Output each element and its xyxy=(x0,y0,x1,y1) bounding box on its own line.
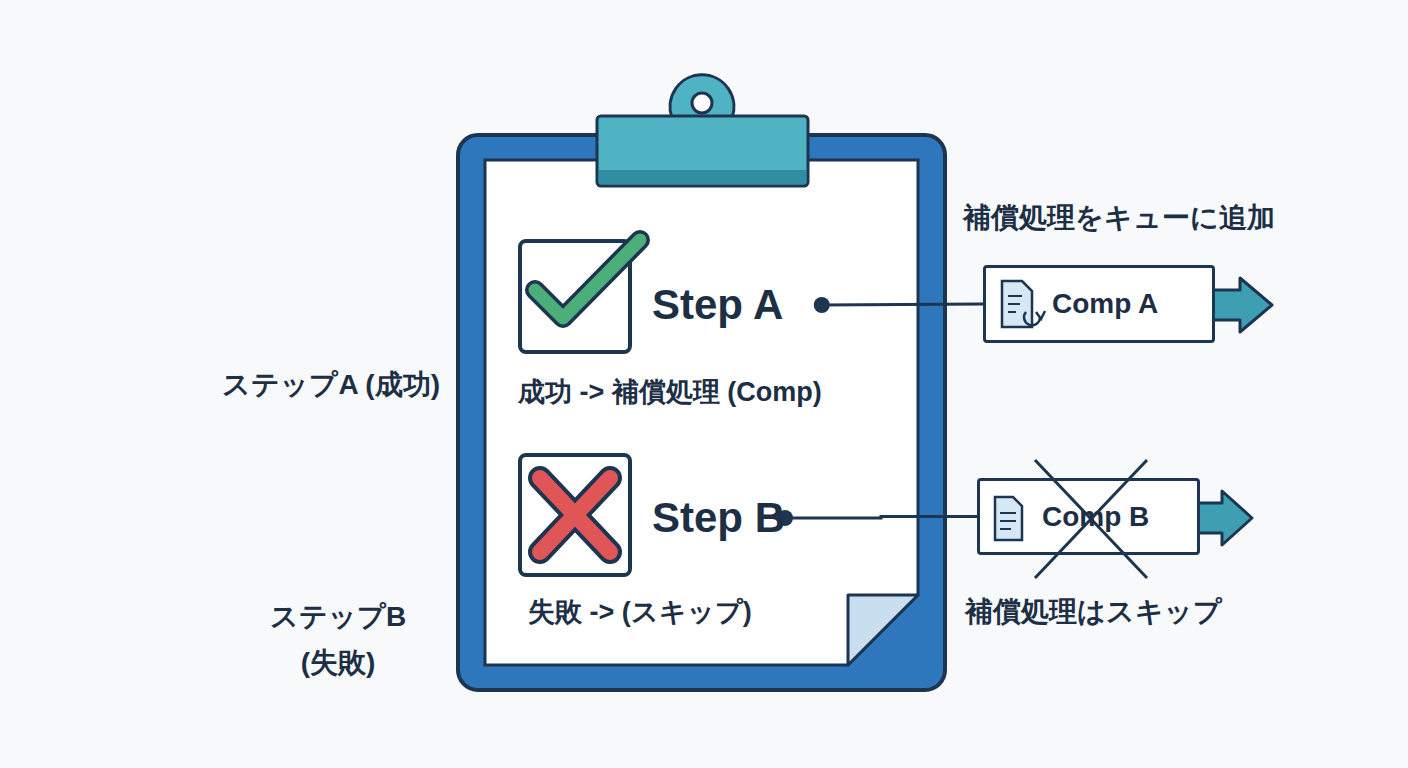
box-label: Comp A xyxy=(1052,287,1158,321)
note: 補償処理はスキップ xyxy=(965,594,1365,630)
clip-ring xyxy=(670,75,734,118)
step-title: Step B xyxy=(652,483,785,553)
clip-band xyxy=(599,170,806,184)
paper-fold xyxy=(848,595,918,665)
document-icon xyxy=(995,497,1022,540)
document-lines xyxy=(1000,513,1016,529)
box-label: Comp B xyxy=(1042,500,1149,534)
compensation-box: Comp A xyxy=(983,265,1215,343)
clipboard-paper xyxy=(485,160,918,665)
undo-arrow-head xyxy=(1036,311,1045,319)
compensation-box: Comp B xyxy=(977,478,1200,555)
step-title: Step A xyxy=(652,270,822,340)
connector-dot xyxy=(814,297,830,313)
step-item: Step B 失敗 -> (スキップ) xyxy=(518,483,785,629)
box-fill xyxy=(983,265,1215,343)
cross-mark-outline xyxy=(540,478,610,552)
check-mark-outline xyxy=(535,240,640,318)
connector xyxy=(822,304,983,305)
clip xyxy=(597,116,808,186)
step-caption: ステップA (成功) xyxy=(140,367,440,403)
document-lines xyxy=(1008,296,1022,312)
step-item: Step A 成功 -> 補償処理 (Comp) xyxy=(518,270,822,409)
step-note: 成功 -> 補償処理 (Comp) xyxy=(518,375,822,409)
step-note: 失敗 -> (スキップ) xyxy=(528,595,785,629)
step-caption: ステップB (失敗) xyxy=(238,594,438,686)
check-mark xyxy=(535,240,640,318)
clipboard-board xyxy=(458,135,945,690)
note: 補償処理をキューに追加 xyxy=(963,200,1383,236)
checkbox xyxy=(520,455,630,575)
queue-arrow xyxy=(1197,491,1252,545)
box-fill xyxy=(977,478,1200,555)
document-icon xyxy=(1002,281,1032,327)
queue-arrow xyxy=(1212,278,1272,332)
clip-hole xyxy=(692,93,712,113)
cross-mark xyxy=(540,478,610,552)
connector xyxy=(785,517,977,519)
